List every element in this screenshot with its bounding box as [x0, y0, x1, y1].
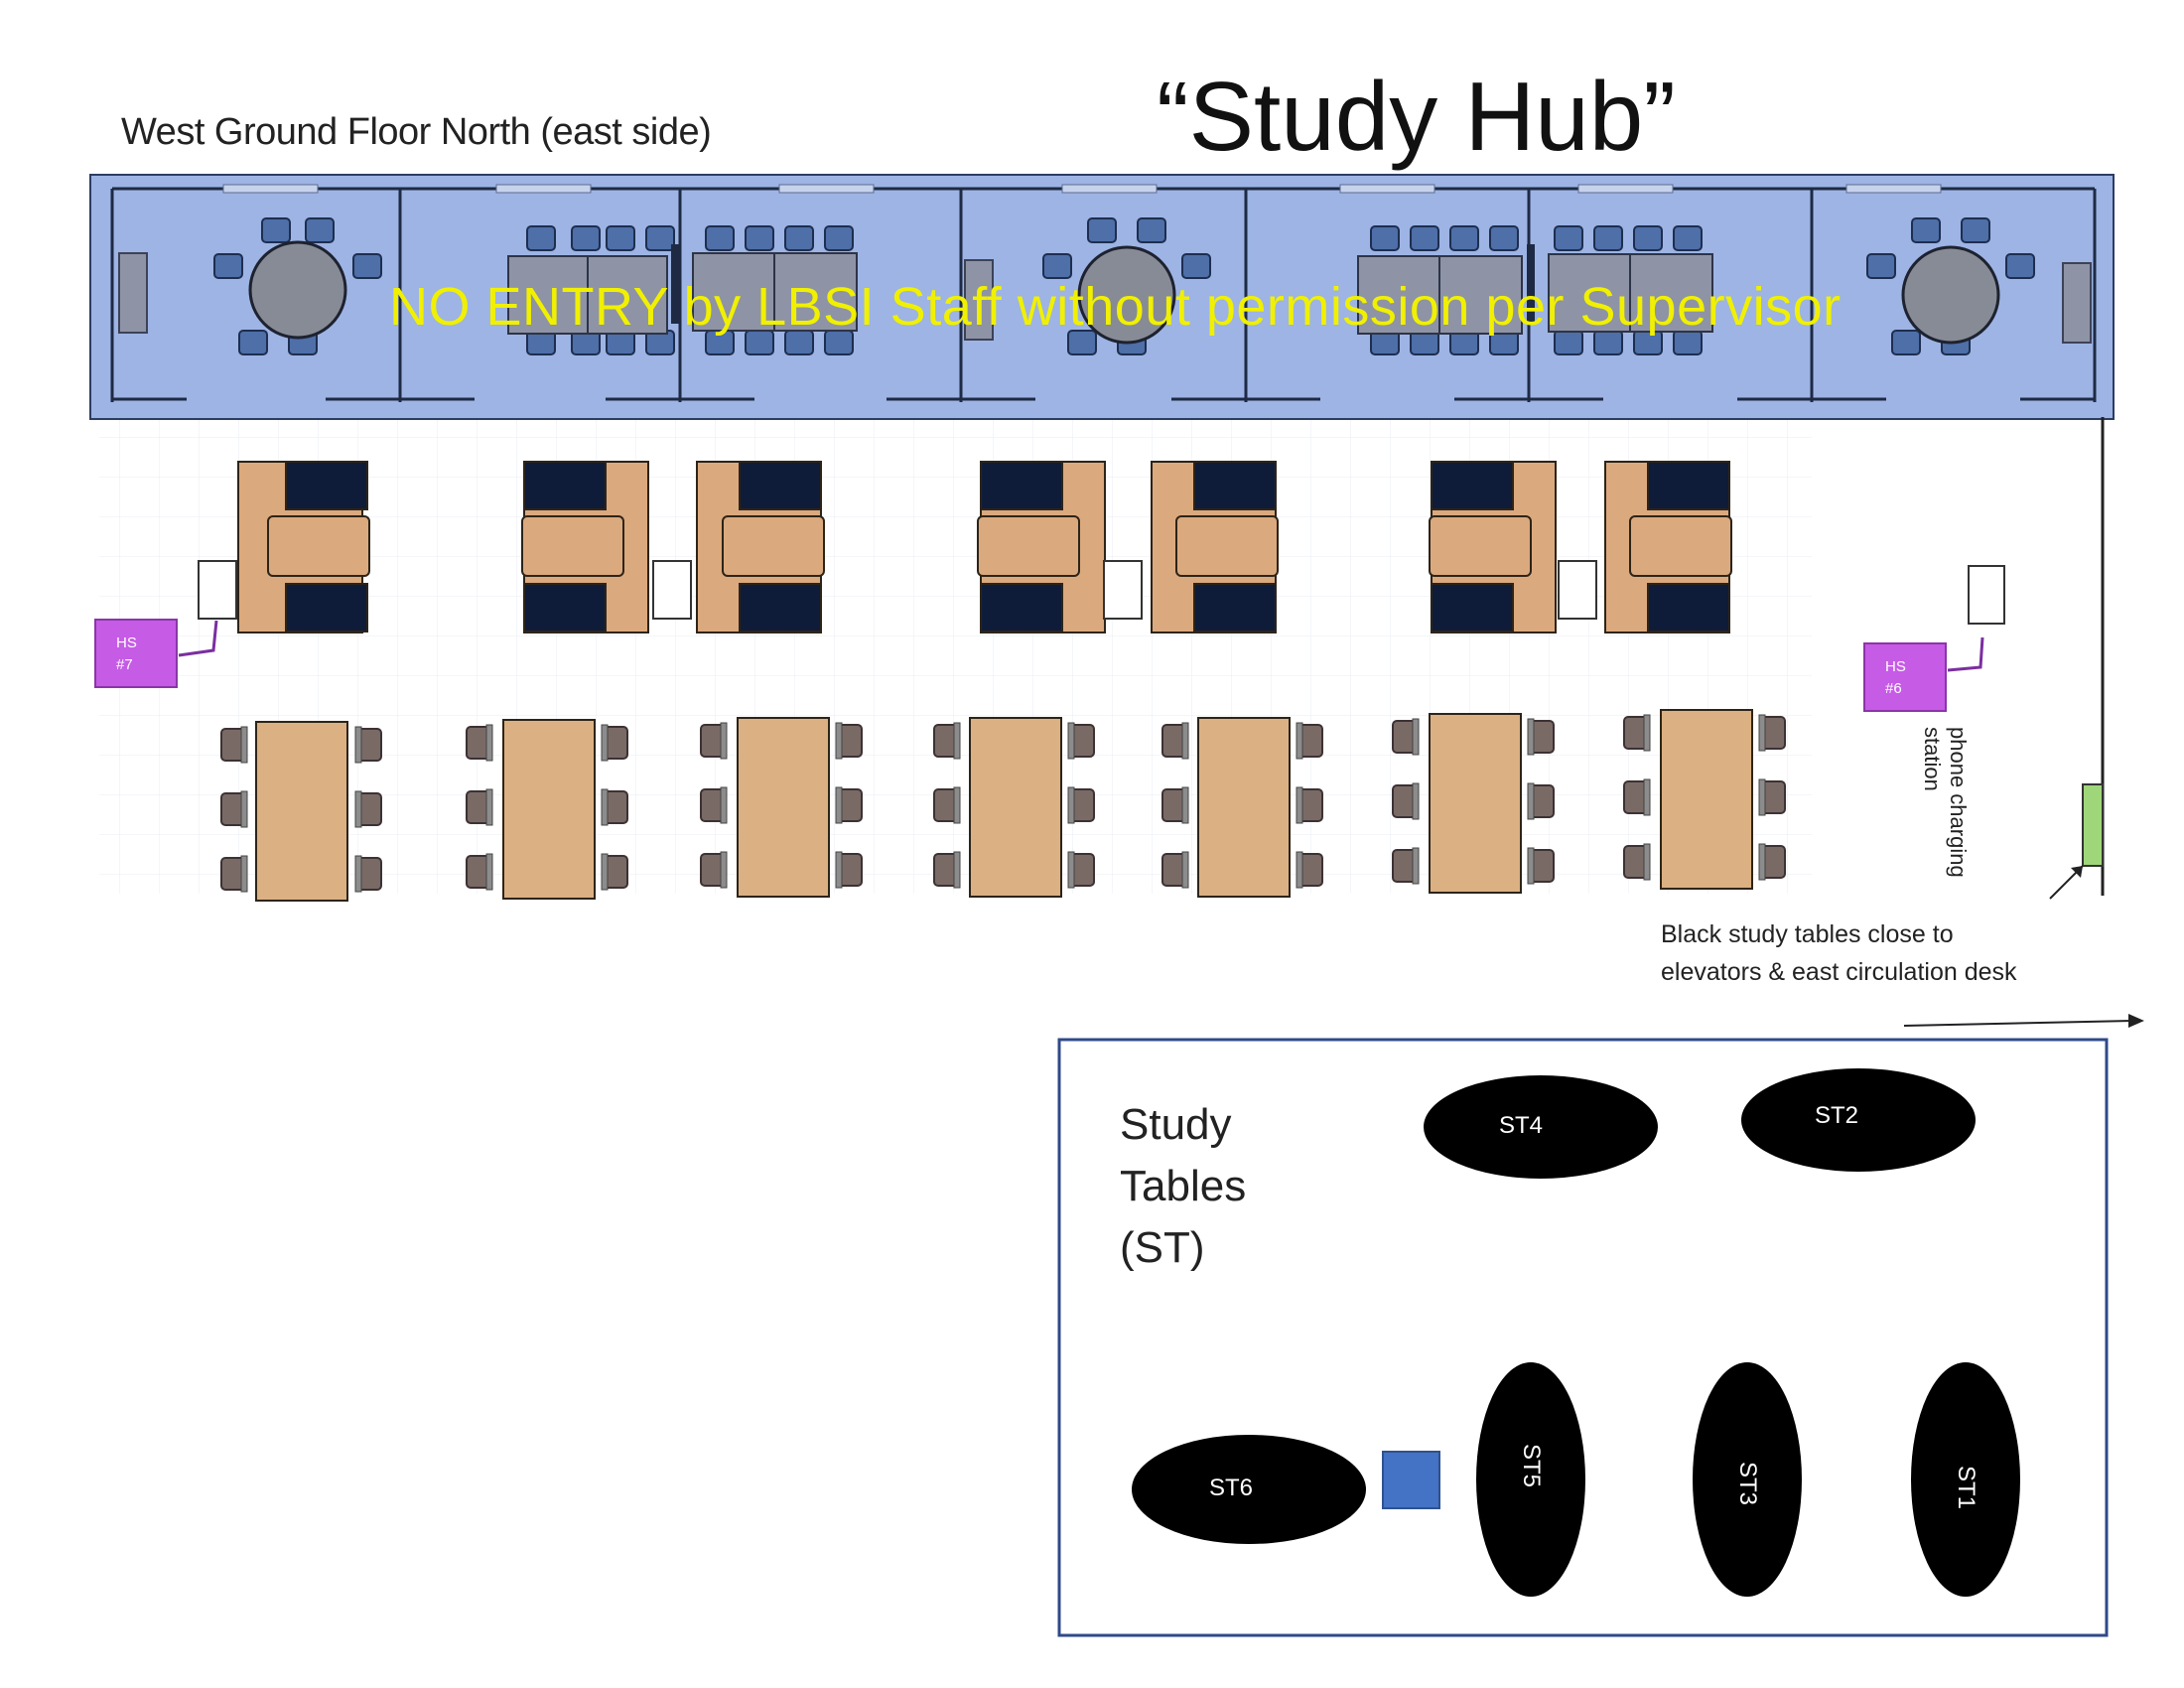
- booth-7: [1604, 461, 1732, 633]
- hs6-badge: HS #6: [1863, 642, 1947, 712]
- phone-charging-station: [2082, 783, 2104, 867]
- booth-1: [237, 461, 370, 633]
- study-tables-title: Study Tables (ST): [1120, 1094, 1246, 1279]
- phone-charging-label: phone charging station: [1919, 727, 1971, 915]
- st6-label: ST6: [1209, 1475, 1254, 1501]
- hs6-line2: #6: [1885, 680, 1902, 697]
- long-table-7: [1623, 709, 1786, 890]
- hs7-line2: #7: [116, 656, 133, 673]
- table-st4: [1424, 1075, 1658, 1179]
- table-st5: [1476, 1362, 1585, 1597]
- round-table-1: [213, 217, 382, 355]
- hs7-connector: [178, 620, 218, 657]
- long-table-3: [700, 717, 863, 898]
- st3-label: ST3: [1734, 1462, 1761, 1506]
- blue-square-marker: [1382, 1451, 1440, 1509]
- st-title-line2: Tables: [1120, 1162, 1247, 1210]
- booth-2: [521, 461, 649, 633]
- no-entry-notice: NO ENTRY by LBSI Staff without permissio…: [389, 277, 1842, 337]
- meeting-table-a: [507, 225, 675, 355]
- table-st3: [1693, 1362, 1802, 1597]
- st1-label: ST1: [1953, 1466, 1979, 1510]
- note-arrow-head: [2128, 1014, 2144, 1028]
- booth-4: [977, 461, 1106, 633]
- phone-label-line2: station: [1920, 727, 1945, 791]
- note-arrow: [1903, 1020, 2133, 1027]
- table-st2: [1741, 1068, 1976, 1172]
- table-st6: [1132, 1435, 1366, 1544]
- elevator-note: Black study tables close to elevators & …: [1661, 920, 2017, 986]
- booth-3: [696, 461, 825, 633]
- long-table-5: [1161, 717, 1323, 898]
- st2-label: ST2: [1815, 1102, 1859, 1129]
- st5-label: ST5: [1518, 1444, 1545, 1488]
- meeting-table-b: [671, 225, 858, 355]
- round-table-2: [1042, 217, 1211, 355]
- meeting-table-c: [1357, 225, 1523, 355]
- phone-label-line1: phone charging: [1946, 727, 1971, 878]
- hs6-line1: HS: [1885, 658, 1906, 675]
- page-title: “Study Hub”: [1157, 62, 1676, 171]
- meeting-table-d: [1527, 225, 1713, 355]
- charging-arrow-head: [2071, 866, 2083, 878]
- booth-5: [1151, 461, 1279, 633]
- long-table-4: [933, 717, 1095, 898]
- st4-label: ST4: [1499, 1112, 1544, 1139]
- table-st1: [1911, 1362, 2020, 1597]
- round-table-3: [1866, 217, 2035, 355]
- hs7-badge: HS #7: [94, 619, 178, 688]
- long-table-1: [220, 721, 382, 902]
- hs7-line1: HS: [116, 634, 137, 651]
- room-screens: [118, 252, 2092, 344]
- side-tables: [198, 560, 2005, 625]
- hs6-connector: [1947, 636, 1984, 672]
- room-windows: [222, 184, 1942, 194]
- long-table-6: [1392, 713, 1555, 894]
- st-title-line3: (ST): [1120, 1223, 1205, 1272]
- long-table-2: [466, 719, 628, 900]
- floor-label: West Ground Floor North (east side): [121, 111, 712, 153]
- st-title-line1: Study: [1120, 1100, 1232, 1149]
- booth-6: [1429, 461, 1557, 633]
